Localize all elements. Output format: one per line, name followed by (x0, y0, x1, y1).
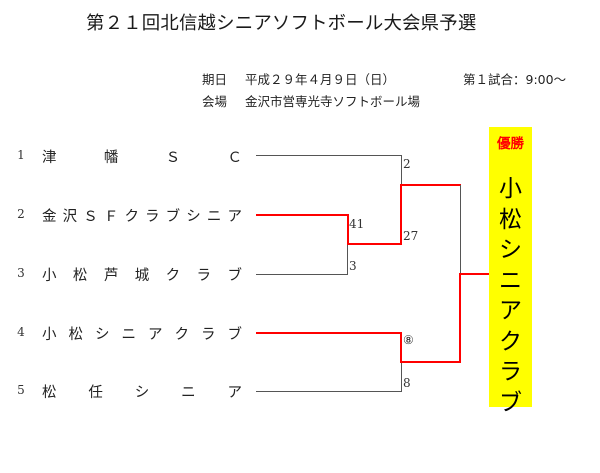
bracket-line-team5 (256, 391, 402, 392)
bracket-line-team3 (256, 274, 348, 275)
date-value: 平成２９年４月９日（日） (245, 72, 396, 87)
champion-name-char: ク (499, 328, 522, 355)
venue-label: 会場 (202, 94, 228, 109)
team-name-char: 松 (68, 327, 84, 343)
champion-box: 優勝 小 松 シ ニ ア ク ラ ブ (489, 127, 532, 416)
team-name-char: 芦 (103, 268, 119, 284)
team-name-char: 松 (72, 268, 88, 284)
team-name-char: ク (174, 327, 190, 343)
team-name: 津 幡 Ｓ Ｃ (42, 146, 242, 167)
venue-value: 金沢市営専光寺ソフトボール場 (245, 94, 421, 109)
team-number: 4 (17, 325, 25, 339)
team-name-char: ク (165, 268, 181, 284)
team-number: 2 (17, 207, 25, 221)
team-name-char: 沢 (62, 209, 78, 225)
team-name-char: ア (227, 209, 242, 225)
bracket-line-semi-winner-vertical (400, 184, 402, 245)
team-name-char: 松 (42, 385, 57, 401)
score-team5: 8 (403, 376, 411, 390)
page-title: 第２１回北信越シニアソフトボール大会県予選 (86, 13, 477, 34)
team-number: 5 (17, 383, 25, 397)
bracket-line-final-top (460, 185, 461, 274)
team-name-char: Ｆ (103, 209, 119, 225)
team-name-char: ブ (227, 327, 243, 343)
score-team2-r1: 41 (349, 217, 365, 231)
bracket-line-team3-vertical (347, 245, 348, 275)
bracket-line-team5-vertical (401, 363, 402, 392)
bracket-line-team4 (256, 332, 402, 334)
champion-name-char: シ (499, 237, 522, 263)
team-name-char: ブ (165, 209, 181, 225)
score-team2-semi: 27 (403, 229, 419, 243)
team-name-char: 小 (42, 327, 57, 343)
team-name-char: 津 (42, 150, 57, 166)
venue-row: 会場 金沢市営専光寺ソフトボール場 (202, 91, 420, 110)
bracket-line-team2 (256, 214, 349, 216)
date-label: 期日 (202, 72, 228, 87)
champion-name: 小 松 シ ニ ア ク ラ ブ (499, 174, 522, 418)
bracket-line-team1 (256, 155, 402, 156)
champion-label: 優勝 (497, 136, 524, 152)
team-name: 松 任 シ ニ ア (42, 381, 242, 402)
team-name-char: ク (124, 209, 139, 225)
bracket-line-r1-winner (347, 243, 402, 245)
team-name-char: 城 (134, 268, 150, 284)
team-name-char: ニ (206, 209, 222, 225)
bracket-line-team2-vertical (347, 214, 349, 245)
bracket-line-team4-vertical (400, 332, 402, 363)
team-name-char: Ｃ (227, 150, 242, 166)
team-name-char: シ (134, 385, 150, 401)
bracket-line-semi2-winner (400, 361, 461, 363)
champion-name-char: ラ (499, 359, 522, 385)
team-name-char: ラ (145, 209, 160, 225)
team-name-char: ラ (201, 327, 216, 343)
date-row: 期日 平成２９年４月９日（日） (202, 69, 395, 88)
team-name-char: 小 (42, 268, 57, 284)
champion-name-char: ア (499, 298, 522, 324)
team-name-char: Ｓ (83, 209, 98, 225)
team-name: 小 松 芦 城 ク ラ ブ (42, 264, 242, 285)
bracket-line-final-bottom (459, 273, 461, 363)
team-name-char: ア (227, 385, 243, 401)
score-team1: 2 (403, 157, 411, 171)
bracket-line-semi-winner (400, 184, 461, 186)
team-name-char: Ｓ (165, 150, 181, 166)
team-name-char: ブ (227, 268, 242, 284)
team-name-char: 任 (88, 385, 103, 401)
team-number: 3 (17, 266, 25, 280)
champion-name-char: ブ (499, 389, 522, 416)
score-team3: 3 (349, 259, 357, 273)
bracket-line-team1-vertical (401, 155, 402, 185)
bracket-line-champion (459, 273, 490, 275)
team-name-char: ラ (196, 268, 212, 284)
team-name: 小 松 シ ニ ア ク ラ ブ (42, 323, 242, 344)
team-name-char: ニ (121, 327, 137, 343)
score-team4: ⑧ (403, 333, 414, 347)
team-name-char: 金 (42, 209, 57, 225)
team-name-char: シ (186, 209, 201, 225)
team-name-char: ア (148, 327, 163, 343)
team-number: 1 (17, 148, 25, 162)
team-name: 金 沢 Ｓ Ｆ ク ラ ブ シ ニ ア (42, 205, 242, 226)
team-name-char: ニ (181, 385, 196, 401)
champion-name-char: ニ (499, 267, 522, 294)
first-game-time: 第１試合：9:00～ (463, 72, 567, 87)
champion-name-char: 小 (499, 176, 522, 202)
champion-name-char: 松 (499, 206, 522, 233)
team-name-char: 幡 (103, 150, 119, 166)
team-name-char: シ (95, 327, 110, 343)
